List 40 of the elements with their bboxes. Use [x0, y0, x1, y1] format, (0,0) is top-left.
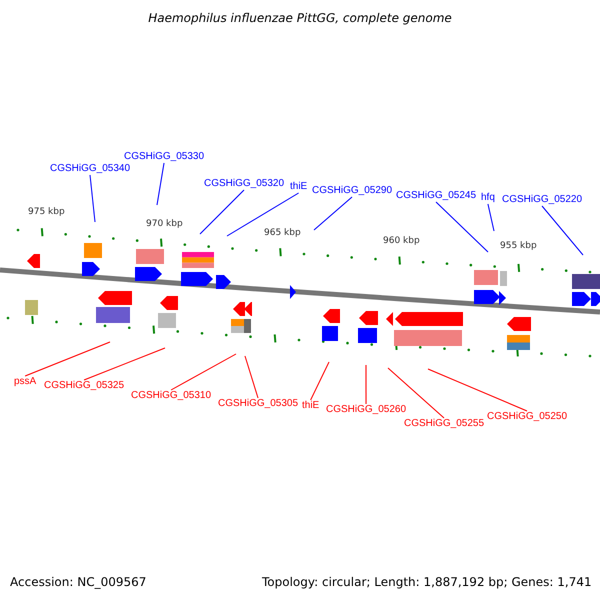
map-title: Haemophilus influenzae PittGG, complete genome [147, 12, 453, 24]
gene-label: pssA [14, 377, 36, 387]
leader-line [314, 196, 353, 230]
leader-line [366, 364, 367, 404]
gene-label: CGSHiGG_05320 [204, 179, 284, 189]
gene-label: CGSHiGG_05255 [404, 419, 484, 429]
leader-line [388, 368, 445, 418]
genome-info-text: Topology: circular; Length: 1,887,192 bp; Genes: 1,741 [262, 576, 592, 588]
accession-text: Accession: NC_009567 [10, 576, 146, 588]
leader-line [156, 162, 165, 206]
gene-label: CGSHiGG_05260 [326, 405, 406, 415]
scale-label: 960 kbp [383, 237, 420, 246]
leader-line [436, 202, 488, 252]
gene-label: CGSHiGG_05330 [124, 152, 204, 162]
leader-line [542, 206, 584, 256]
scale-label: 955 kbp [500, 242, 537, 251]
gene-label: CGSHiGG_05250 [487, 412, 568, 422]
gene-label: CGSHiGG_05310 [131, 391, 212, 401]
scale-label: 965 kbp [264, 229, 301, 238]
gene-label: CGSHiGG_05305 [218, 399, 298, 409]
leader-line [200, 190, 245, 234]
leader-line [84, 348, 166, 380]
gene-label: CGSHiGG_05340 [50, 164, 130, 174]
leader-line [24, 342, 110, 376]
leader-line [487, 204, 494, 232]
leader-line [244, 356, 259, 398]
gene-label: thiE [302, 401, 320, 411]
scale-label: 975 kbp [28, 208, 65, 217]
gene-label: CGSHiGG_05290 [312, 186, 392, 196]
leader-line [90, 174, 96, 222]
scale-label: 970 kbp [146, 220, 183, 229]
gene-label: CGSHiGG_05245 [396, 191, 476, 201]
leader-line [428, 368, 528, 412]
leader-line [226, 192, 300, 236]
gene-label: CGSHiGG_05220 [502, 195, 582, 205]
leader-line [310, 362, 330, 400]
gene-label: hfq [481, 193, 495, 203]
leader-line [170, 354, 236, 390]
gene-label: CGSHiGG_05325 [44, 381, 124, 391]
gene-label: thiE [290, 182, 308, 192]
